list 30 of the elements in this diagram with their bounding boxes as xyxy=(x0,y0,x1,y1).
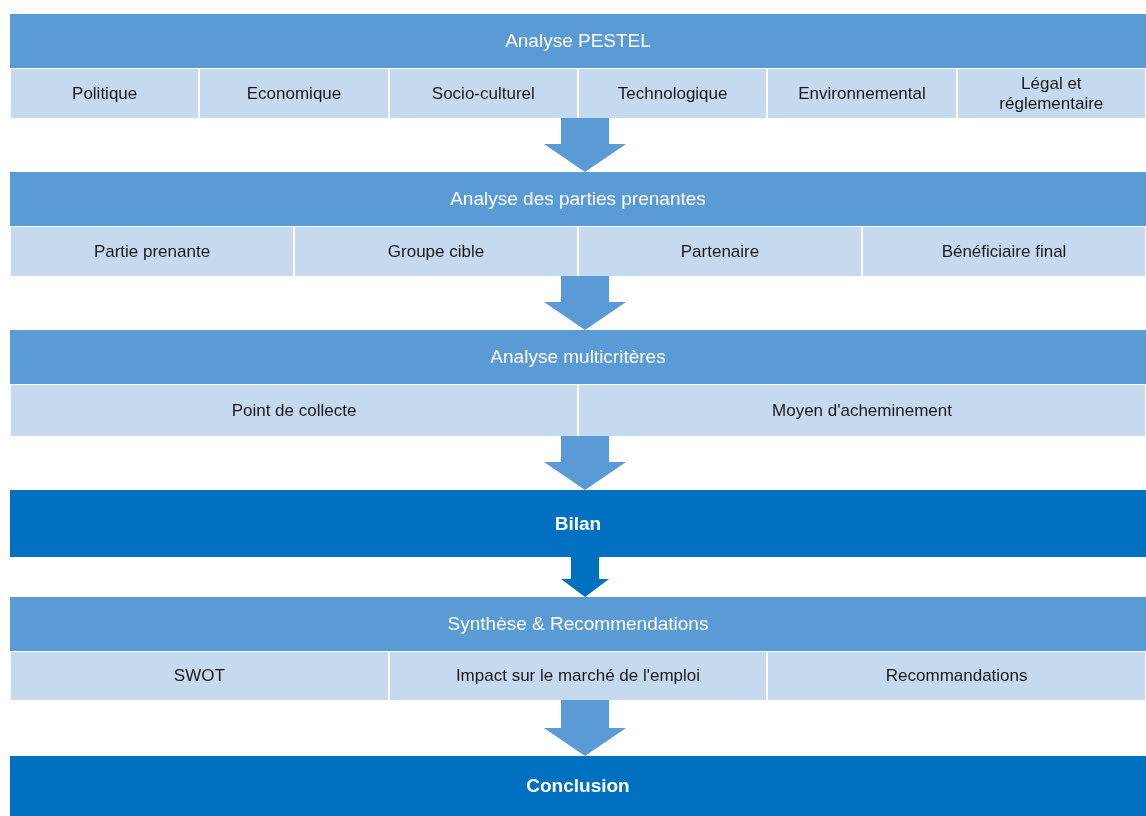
category-cell: Bénéficiaire final xyxy=(863,227,1145,276)
result-band: Bilan xyxy=(10,490,1146,557)
section-header: Analyse PESTEL xyxy=(10,14,1146,68)
block-arrow xyxy=(544,118,626,172)
section-header: Analyse multicritères xyxy=(10,330,1146,384)
category-cell: Technologique xyxy=(579,69,767,118)
block-arrow xyxy=(561,557,609,597)
category-cell: Recommandations xyxy=(768,652,1145,700)
category-cell: Environnemental xyxy=(768,69,956,118)
result-band: Conclusion xyxy=(10,756,1146,816)
category-cell: Socio-culturel xyxy=(389,69,577,118)
section-header: Analyse des parties prenantes xyxy=(10,172,1146,226)
category-cell: Politique xyxy=(11,69,199,118)
block-arrow xyxy=(544,436,626,490)
section-panel xyxy=(10,597,1146,700)
category-cell: Légal et réglementaire xyxy=(957,69,1145,118)
section-header: Synthèse & Recommendations xyxy=(10,597,1146,651)
category-cell: Groupe cible xyxy=(295,227,577,276)
category-cell: SWOT xyxy=(11,652,388,700)
section-panel xyxy=(10,14,1146,118)
category-cell: Economique xyxy=(200,69,388,118)
category-cell: Partie prenante xyxy=(11,227,293,276)
category-cell: Moyen d'acheminement xyxy=(579,385,1145,436)
category-cell: Point de collecte xyxy=(11,385,577,436)
category-cell: Partenaire xyxy=(579,227,861,276)
block-arrow xyxy=(544,700,626,756)
section-panel xyxy=(10,330,1146,436)
block-arrow xyxy=(544,276,626,330)
category-cell: Impact sur le marché de l'emploi xyxy=(389,652,767,700)
section-panel xyxy=(10,172,1146,276)
